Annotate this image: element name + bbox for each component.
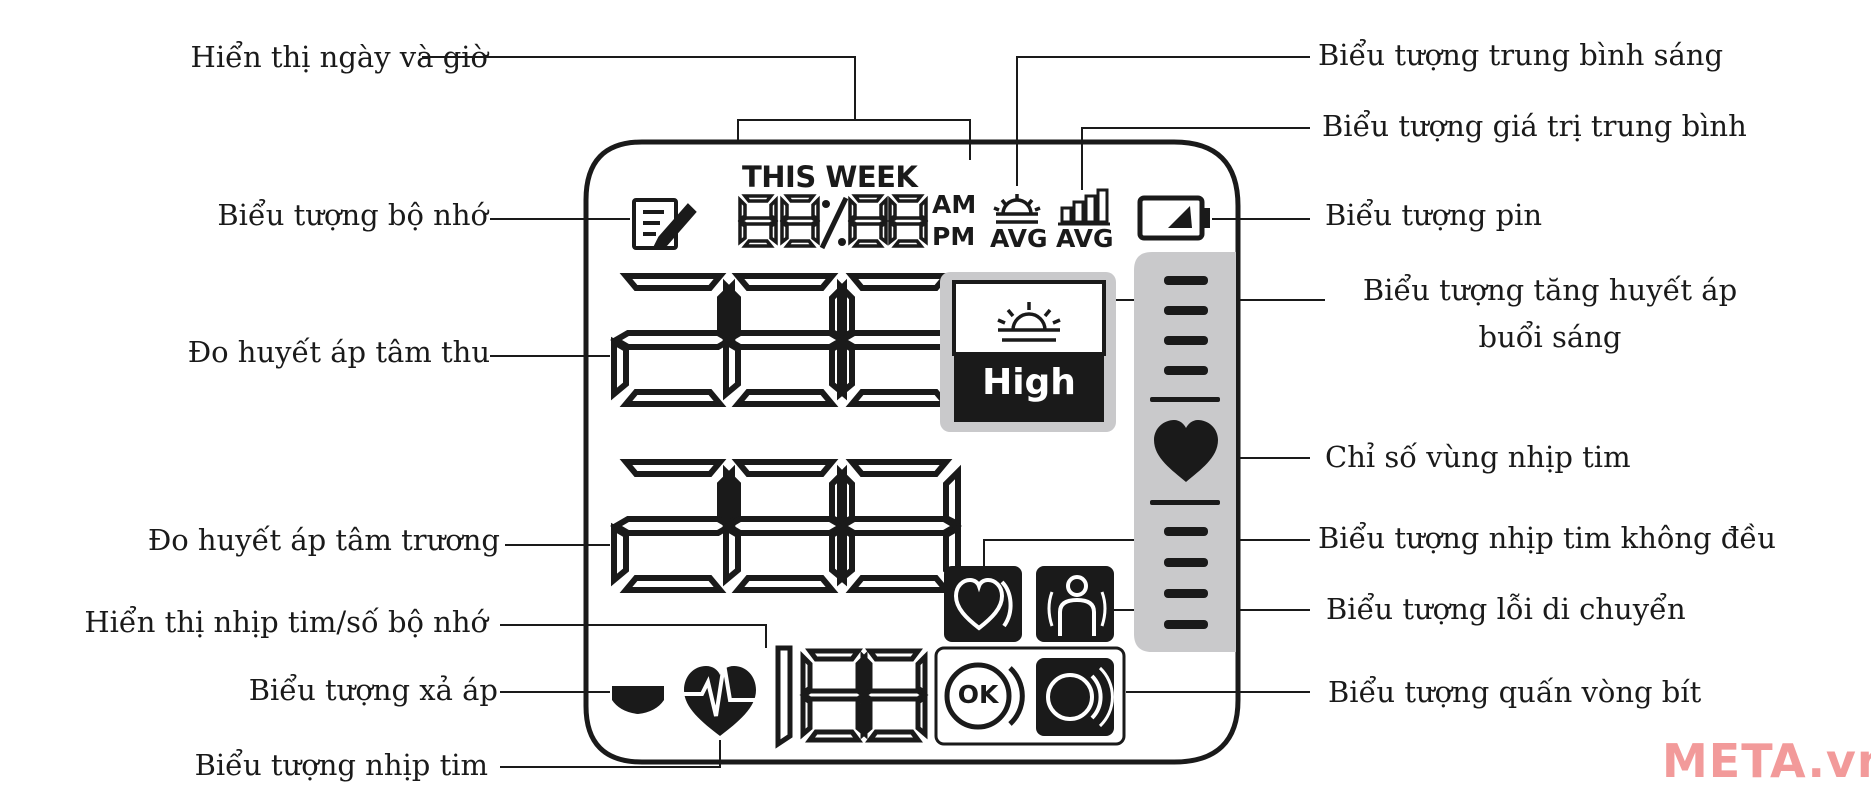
deflation-icon: [612, 686, 664, 714]
systolic-digits: [614, 276, 958, 404]
pulse-memory-digits: [775, 645, 925, 749]
label-memory-icon: Biểu tượng bộ nhớ: [217, 198, 488, 232]
pulse-zone-bar: [1134, 252, 1236, 652]
label-pulse-memory: Hiển thị nhịp tim/số bộ nhớ: [84, 605, 488, 639]
label-date-time: Hiển thị ngày và giờ: [190, 40, 488, 74]
high-label: High: [982, 362, 1076, 403]
date-time-digits: [738, 194, 928, 250]
avg-label-morning: AVG: [990, 224, 1048, 253]
label-irregular-heartbeat: Biểu tượng nhịp tim không đều: [1318, 521, 1776, 555]
sun-icon: [993, 194, 1041, 224]
label-deflation: Biểu tượng xả áp: [248, 673, 498, 707]
heartbeat-icon: [678, 663, 762, 736]
movement-error-icon: [1036, 566, 1114, 642]
heart-icon: [1154, 420, 1218, 482]
irregular-heartbeat-icon: [944, 566, 1022, 642]
am-label: AM: [932, 190, 977, 219]
label-morning-hypertension-1: Biểu tượng tăng huyết áp: [1362, 273, 1738, 307]
label-avg-value: Biểu tượng giá trị trung bình: [1322, 109, 1747, 143]
average-bars-icon: [1058, 188, 1110, 226]
label-cuff-wrap: Biểu tượng quấn vòng bít: [1328, 675, 1702, 709]
label-systolic: Đo huyết áp tâm thu: [187, 335, 490, 369]
diastolic-digits: [614, 462, 958, 590]
label-pulse-zone: Chỉ số vùng nhịp tim: [1325, 440, 1631, 474]
label-movement-error: Biểu tượng lỗi di chuyển: [1326, 592, 1686, 626]
morning-hypertension-icon: [940, 272, 1116, 432]
pm-label: PM: [932, 222, 976, 251]
watermark-logo: META.vn: [1662, 734, 1871, 788]
label-morning-avg: Biểu tượng trung bình sáng: [1318, 38, 1724, 72]
label-battery: Biểu tượng pin: [1325, 198, 1543, 232]
ok-label: OK: [957, 680, 999, 709]
label-diastolic: Đo huyết áp tâm trương: [147, 523, 500, 557]
memory-icon: [632, 198, 697, 250]
avg-label-average: AVG: [1056, 224, 1114, 253]
label-heartbeat: Biểu tượng nhịp tim: [194, 748, 488, 782]
battery-icon: [1137, 195, 1210, 241]
lcd-frame: [583, 139, 1241, 765]
label-morning-hypertension-2: buổi sáng: [1478, 320, 1622, 354]
cuff-wrap-icon: [934, 646, 1126, 746]
this-week-label: THIS WEEK: [742, 160, 918, 194]
